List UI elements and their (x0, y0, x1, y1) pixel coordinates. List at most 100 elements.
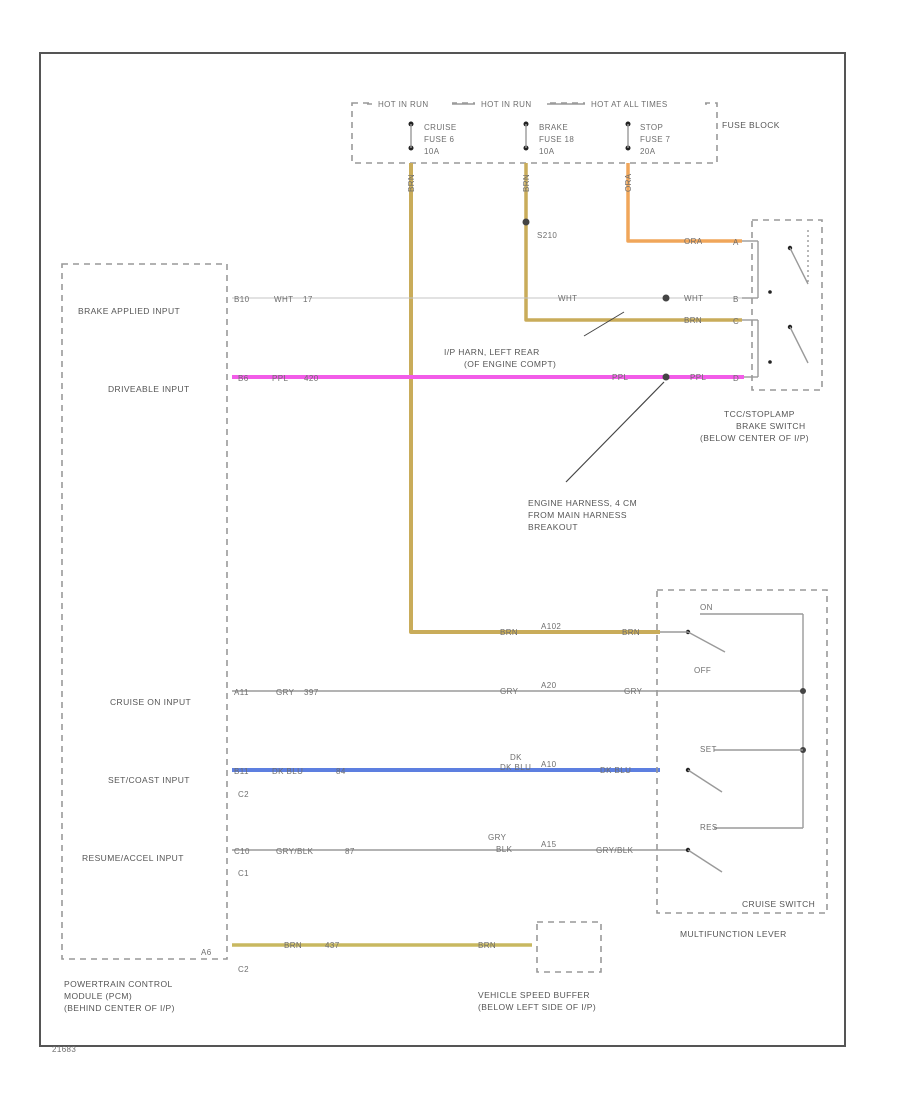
pcm-input-resume-accel: RESUME/ACCEL INPUT (82, 853, 184, 863)
brake-switch-line-1: TCC/STOPLAMP (724, 409, 795, 419)
fuse-2-rating: 10A (539, 147, 555, 156)
brake-switch-terminal-d: D (733, 374, 739, 383)
wire-label-fuse2: BRN (522, 174, 531, 192)
fuse-block-label: FUSE BLOCK (722, 120, 780, 130)
wire-label-pcm-set: DK BLU (272, 767, 303, 776)
feed-label-3: HOT AT ALL TIMES (591, 100, 668, 109)
feed-label-2: HOT IN RUN (481, 100, 532, 109)
wire-label-pcm-brake: WHT (274, 295, 293, 304)
fuse-2-name: BRAKE (539, 123, 568, 132)
cruise-switch-off: OFF (694, 666, 711, 675)
cruise-switch-res: RES (700, 823, 718, 832)
splice-driveable (662, 373, 670, 381)
cruise-switch-label: CRUISE SWITCH (742, 899, 815, 909)
splice-label: S210 (537, 231, 557, 240)
splice-s210 (522, 218, 530, 226)
wire-label-pcm-driveable: PPL (272, 374, 288, 383)
pcm-input-driveable: DRIVEABLE INPUT (108, 384, 190, 394)
pin-set: B11 (234, 767, 249, 776)
cruise-switch-set: SET (700, 745, 717, 754)
cruise-switch-outline (656, 589, 828, 914)
wire-label-set-2: DK BLU (600, 766, 631, 775)
fuse-1-name: CRUISE (424, 123, 457, 132)
wire-label-cruise-on-2: GRY (624, 687, 643, 696)
wire-brake-feed (524, 163, 742, 322)
wire-label-cruise-on: GRY (500, 687, 519, 696)
pcm-name-line-1: POWERTRAIN CONTROL (64, 979, 173, 989)
pin-vss-connector: C2 (238, 965, 249, 974)
brake-switch-terminal-b: B (733, 295, 739, 304)
circuit-driveable: 420 (304, 374, 319, 383)
cruise-switch-on: ON (700, 603, 713, 612)
multifunction-lever-label: MULTIFUNCTION LEVER (680, 929, 787, 939)
ip-harness-line-2: (OF ENGINE COMPT) (464, 359, 556, 369)
wire-label-brake-applied: WHT (558, 294, 577, 303)
wire-label-driveable-2: PPL (690, 373, 706, 382)
fuse-3-rating: 20A (640, 147, 656, 156)
fuse-block: HOT IN RUN HOT IN RUN HOT AT ALL TIMES C… (351, 99, 780, 164)
connector-set: A10 (541, 760, 557, 769)
feed-label-1: HOT IN RUN (378, 100, 429, 109)
circuit-brake: 17 (303, 295, 313, 304)
engine-harness-leader (565, 381, 665, 483)
pcm-input-brake-applied: BRAKE APPLIED INPUT (78, 306, 180, 316)
wire-label-vss-2: BRN (478, 941, 496, 950)
circuit-vss: 437 (325, 941, 340, 950)
pin-vss: A6 (201, 948, 212, 957)
wire-label-pcm-vss: BRN (284, 941, 302, 950)
wire-label-resume-2: GRY/BLK (596, 846, 634, 855)
wire-label-pcm-cruise-on: GRY (276, 688, 295, 697)
pcm-input-cruise-on: CRUISE ON INPUT (110, 697, 191, 707)
wire-label-driveable: PPL (612, 373, 628, 382)
pin-resume: C10 (234, 847, 250, 856)
circuit-resume: 87 (345, 847, 355, 856)
wire-label-stop: ORA (684, 237, 703, 246)
brake-switch-line-2: BRAKE SWITCH (736, 421, 806, 431)
pcm-outline (61, 263, 228, 960)
fuse-1-rating: 10A (424, 147, 440, 156)
wire-label-brake-applied-2: WHT (684, 294, 703, 303)
pcm: BRAKE APPLIED INPUT DRIVEABLE INPUT CRUI… (61, 263, 355, 1013)
fuse-3-number: FUSE 7 (640, 135, 671, 144)
wire-cruise-feed (409, 163, 660, 634)
splice-brake-applied (662, 294, 670, 302)
brake-switch: A B C D TCC/STOPLAMP BRAKE SWITCH (BELOW… (700, 219, 823, 443)
pin-resume-connector: C1 (238, 869, 249, 878)
circuit-cruise-on: 397 (304, 688, 319, 697)
pin-driveable: B6 (238, 374, 249, 383)
fuse-1-number: FUSE 6 (424, 135, 455, 144)
wire-label-cruise-main-2: BRN (622, 628, 640, 637)
figure-code: 21683 (52, 1045, 76, 1054)
fuse-3-name: STOP (640, 123, 663, 132)
ip-harness-line-1: I/P HARN, LEFT REAR (444, 347, 540, 357)
wire-label-fuse1: BRN (407, 174, 416, 192)
vss-line-1: VEHICLE SPEED BUFFER (478, 990, 590, 1000)
fuse-block-outline (351, 102, 718, 164)
wire-label-brake-feed: BRN (684, 316, 702, 325)
fuse-2-number: FUSE 18 (539, 135, 574, 144)
pcm-name-line-2: MODULE (PCM) (64, 991, 132, 1001)
brake-switch-terminal-a: A (733, 238, 739, 247)
pin-brake: B10 (234, 295, 250, 304)
diagram-frame (39, 52, 846, 1047)
connector-cruise-on: A20 (541, 681, 557, 690)
wire-label-pcm-resume: GRY/BLK (276, 847, 314, 856)
connector-cruise-main: A102 (541, 622, 561, 631)
brake-switch-terminal-c: C (733, 317, 739, 326)
ip-harness-leader (583, 311, 625, 337)
wire-stop-feed (626, 163, 742, 243)
engine-harness-line-1: ENGINE HARNESS, 4 CM (528, 498, 637, 508)
engine-harness-line-3: BREAKOUT (528, 522, 578, 532)
pin-cruise-on: A11 (234, 688, 249, 697)
pcm-name-line-3: (BEHIND CENTER OF I/P) (64, 1003, 175, 1013)
engine-harness-line-2: FROM MAIN HARNESS (528, 510, 627, 520)
brake-switch-line-3: (BELOW CENTER OF I/P) (700, 433, 809, 443)
pcm-input-set-coast: SET/COAST INPUT (108, 775, 190, 785)
connector-resume-prefix: GRY (488, 833, 507, 842)
brake-switch-outline (751, 219, 823, 391)
vss-line-2: (BELOW LEFT SIDE OF I/P) (478, 1002, 596, 1012)
vehicle-speed-buffer: VEHICLE SPEED BUFFER (BELOW LEFT SIDE OF… (478, 921, 602, 1012)
connector-set-prefix: DK (510, 753, 522, 762)
connector-resume: A15 (541, 840, 557, 849)
wire-label-cruise-main: BRN (500, 628, 518, 637)
